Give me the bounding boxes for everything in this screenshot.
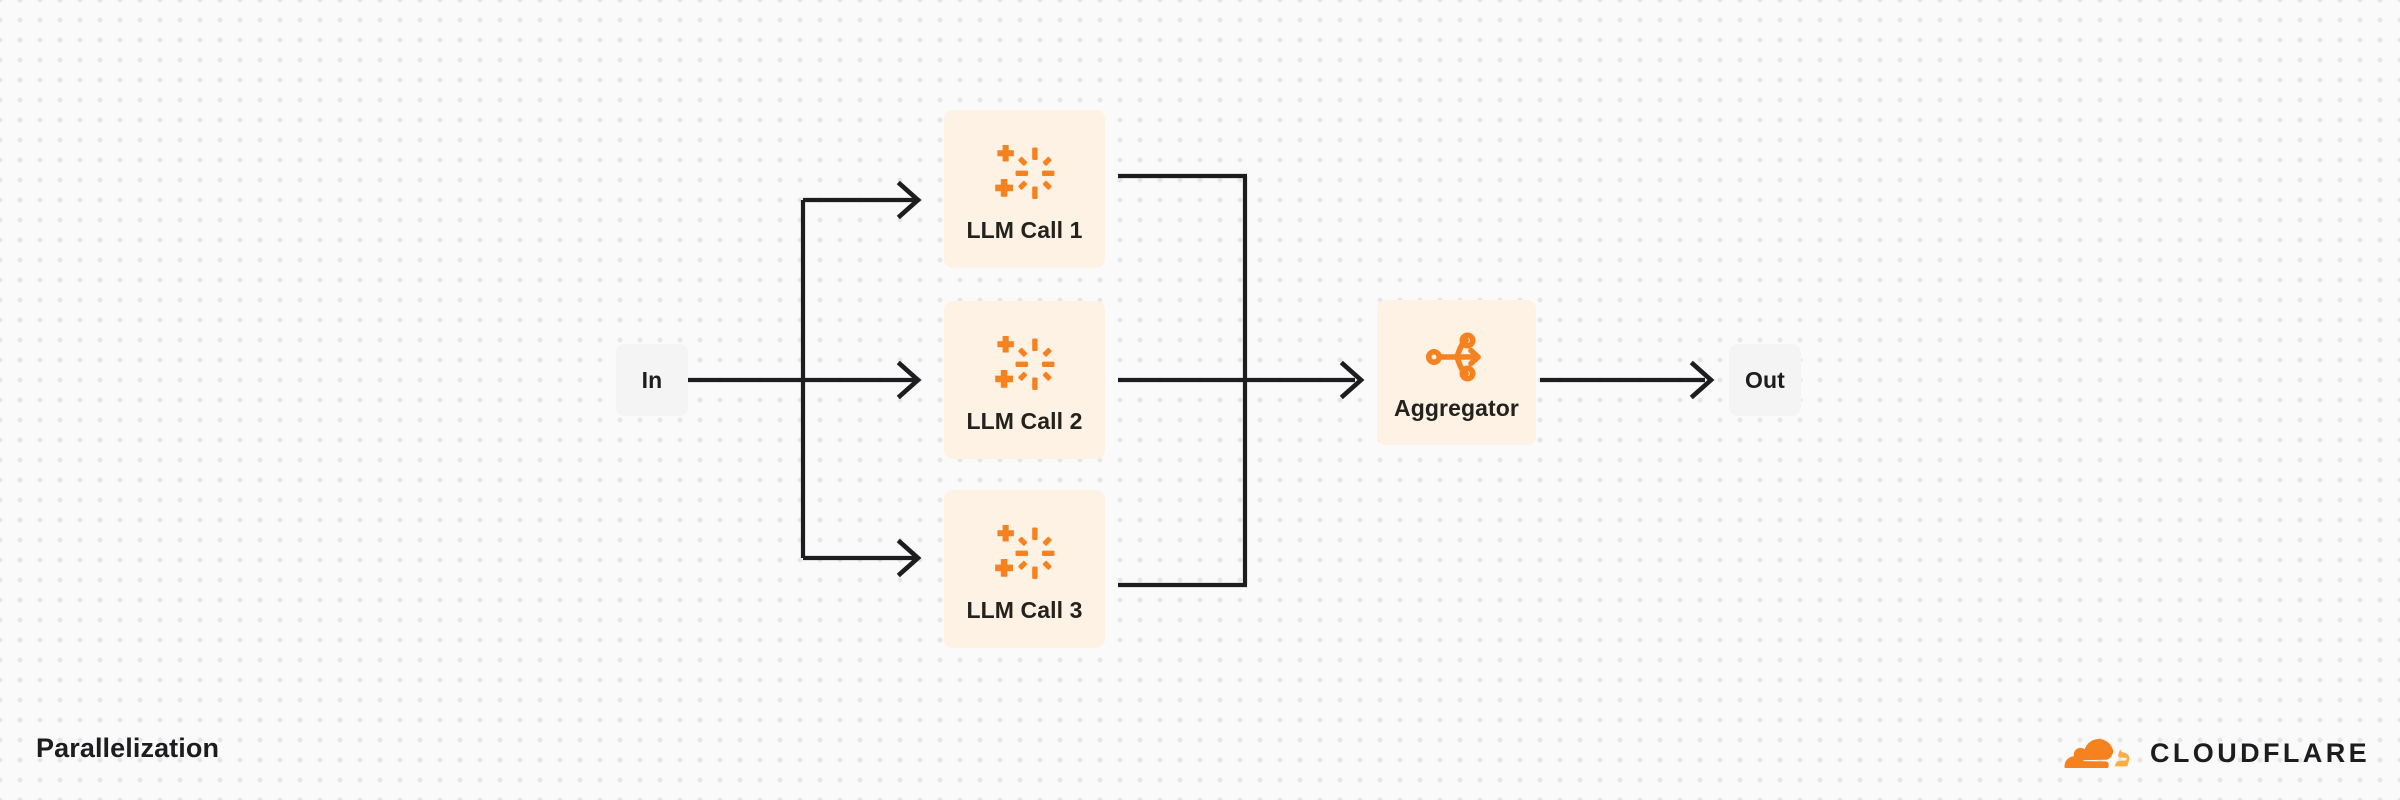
node-llm-call-2-label: LLM Call 2 (966, 407, 1083, 434)
arrowhead-llm3 (896, 538, 922, 578)
cloudflare-wordmark: CLOUDFLARE (2150, 737, 2370, 768)
node-out-label: Out (1745, 366, 1785, 393)
page-title: Parallelization (36, 733, 220, 763)
cloudflare-cloud-icon (2059, 735, 2137, 771)
arrowhead-llm1 (896, 180, 922, 220)
node-out[interactable]: Out (1729, 344, 1801, 416)
node-llm-call-1[interactable]: LLM Call 1 (944, 110, 1105, 268)
cloudflare-logo: CLOUDFLARE (2059, 735, 2370, 771)
aggregator-icon (1425, 329, 1488, 385)
sparkle-icon (994, 143, 1056, 205)
sparkle-icon (994, 334, 1056, 396)
node-aggregator[interactable]: Aggregator (1377, 300, 1536, 445)
node-llm-call-3[interactable]: LLM Call 3 (944, 490, 1105, 648)
node-llm-call-3-label: LLM Call 3 (966, 596, 1083, 623)
sparkle-icon (994, 523, 1056, 585)
arrowhead-agg (1339, 360, 1365, 400)
arrowhead-llm2 (896, 360, 922, 400)
node-in[interactable]: In (616, 344, 688, 416)
node-aggregator-label: Aggregator (1394, 395, 1519, 421)
node-llm-call-2[interactable]: LLM Call 2 (944, 301, 1105, 459)
node-in-label: In (641, 366, 663, 393)
arrowhead-out (1689, 360, 1715, 400)
node-llm-call-1-label: LLM Call 1 (966, 216, 1083, 243)
